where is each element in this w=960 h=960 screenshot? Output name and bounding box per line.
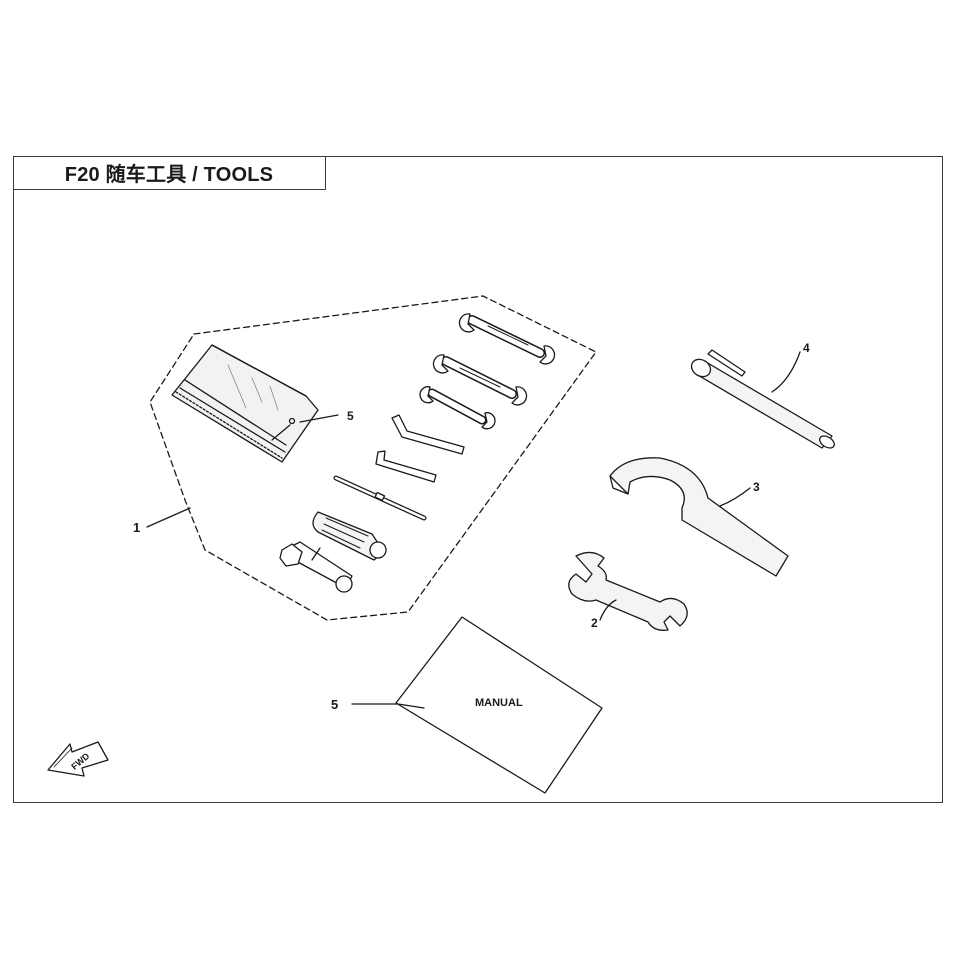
hex-key-large (391, 414, 465, 455)
small-wrench-1 (458, 313, 556, 365)
callout-tube-tool: 4 (803, 341, 810, 355)
title-box: F20 随车工具 / TOOLS (13, 156, 326, 190)
screwdriver-bit (333, 475, 427, 521)
leader-3 (719, 487, 751, 507)
callout-kit: 1 (133, 520, 140, 535)
hex-key-small (375, 450, 437, 483)
page-title: F20 随车工具 / TOOLS (64, 164, 274, 186)
leader-2 (599, 599, 617, 621)
leader-4 (771, 351, 801, 393)
callout-manual: 5 (331, 697, 338, 712)
fwd-arrow-icon (47, 741, 109, 777)
manual-label: MANUAL (475, 697, 523, 709)
callout-wrench: 2 (591, 616, 598, 630)
tool-bag (171, 344, 319, 463)
hook-spanner (609, 457, 789, 577)
manual-sheet (395, 616, 603, 794)
callout-tool-bag: 5 (347, 409, 354, 423)
screwdriver-handle (312, 511, 387, 561)
open-end-wrench (568, 551, 688, 631)
spark-plug-socket (279, 541, 353, 593)
leader-5-bag (299, 414, 339, 423)
leader-5-manual (351, 703, 425, 709)
diagram-frame (13, 156, 943, 803)
small-wrench-2 (432, 354, 528, 406)
tool-kit-outline (149, 295, 597, 621)
tube-tool (690, 349, 835, 449)
callout-hook-spanner: 3 (753, 480, 760, 494)
leader-1 (146, 507, 191, 528)
small-wrench-3 (419, 386, 496, 430)
